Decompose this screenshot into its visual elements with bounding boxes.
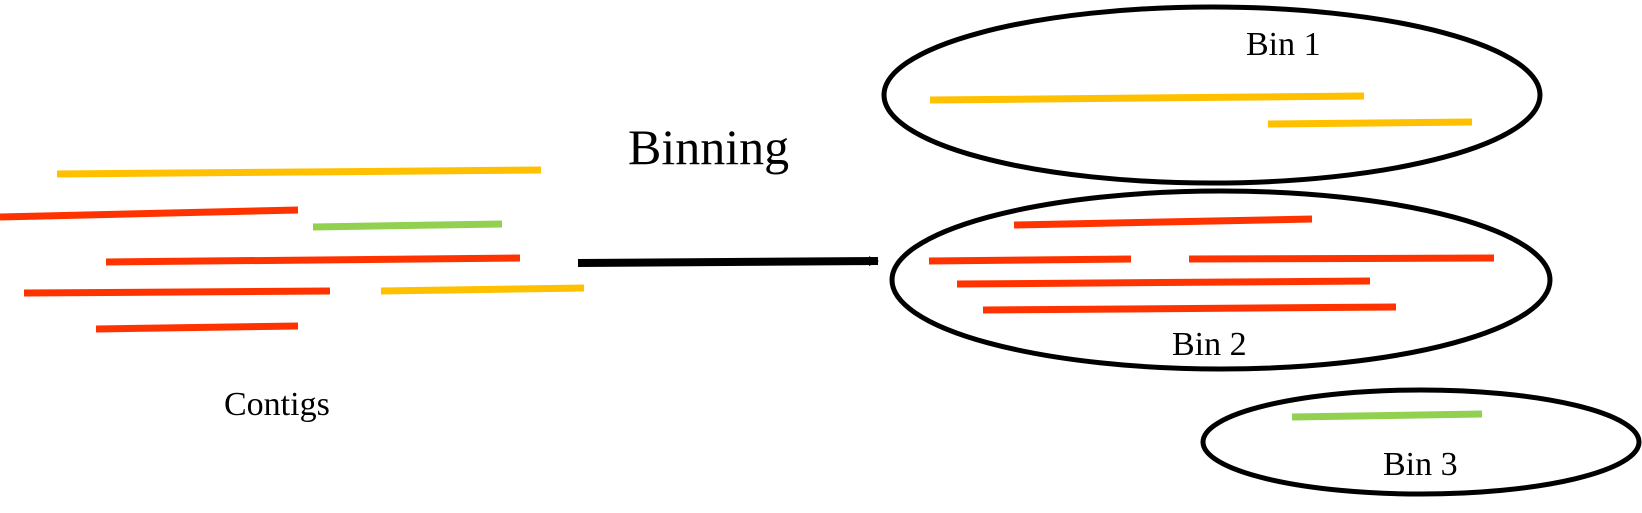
bin-2-contig-red-3	[1188, 254, 1495, 263]
bin-3-ellipse	[1200, 387, 1642, 497]
bin-1-label: Bin 1	[1246, 26, 1321, 63]
bin-2-contig-red-5	[982, 303, 1397, 314]
arrow-right-icon	[577, 256, 879, 267]
contig-green-1	[312, 220, 503, 231]
contig-red-3	[23, 287, 331, 297]
contigs-label: Contigs	[224, 386, 330, 423]
bin-3-label: Bin 3	[1383, 446, 1458, 483]
bin-2-label: Bin 2	[1172, 326, 1247, 363]
bin-2: Bin 2	[889, 188, 1553, 372]
contig-yellow-2	[380, 284, 585, 295]
contig-yellow-1	[56, 166, 542, 178]
bin-2-contig-red-2	[928, 255, 1132, 265]
binning-process: Binning	[577, 119, 879, 267]
bin-1-contig-yellow-1	[929, 92, 1365, 104]
bin-2-ellipse	[889, 188, 1553, 372]
bin-3: Bin 3	[1200, 387, 1642, 497]
bin-1-contig-yellow-2	[1267, 118, 1473, 128]
bin-1-ellipse	[881, 4, 1543, 186]
bin-2-contig-red-1	[1013, 215, 1313, 229]
contigs-group: Contigs	[0, 166, 585, 423]
bin-2-contig-red-4	[956, 277, 1371, 288]
bin-1: Bin 1	[881, 4, 1543, 186]
contig-red-4	[95, 322, 299, 333]
contig-red-1	[0, 206, 299, 221]
contig-red-2	[105, 254, 521, 266]
bin-3-contig-green-1	[1291, 410, 1483, 421]
binning-label: Binning	[628, 119, 789, 175]
